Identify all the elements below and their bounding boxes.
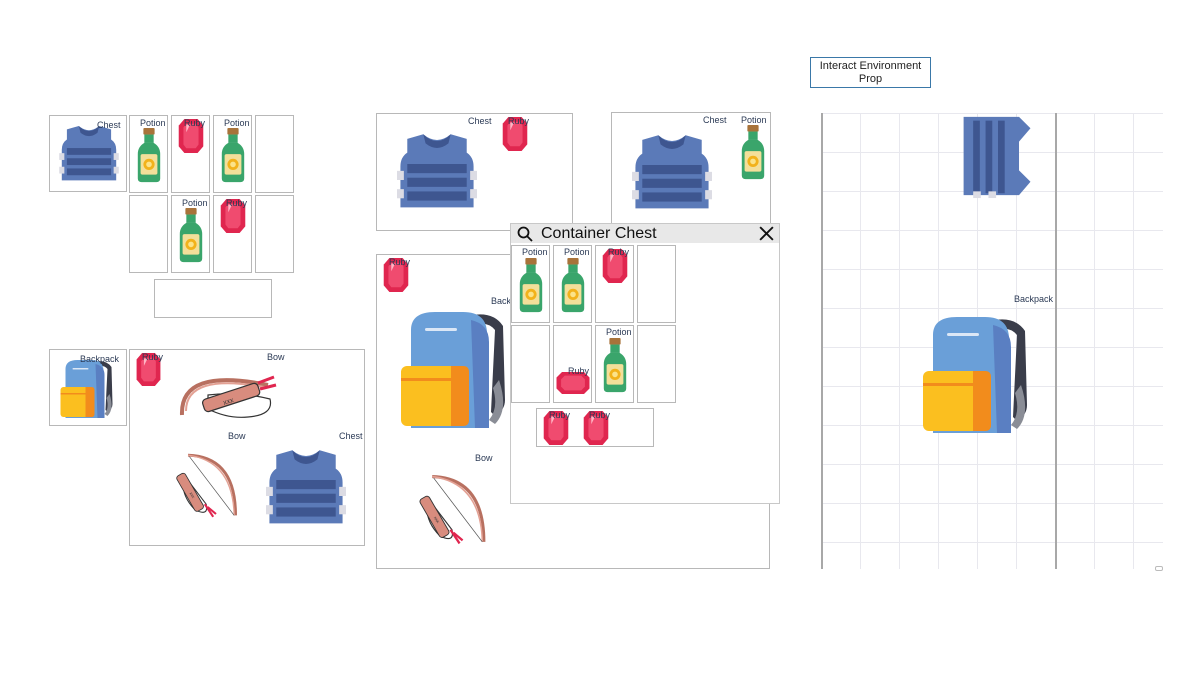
close-icon[interactable]	[758, 225, 775, 242]
bow-icon[interactable]	[178, 360, 278, 422]
inventory-slot[interactable]: Potion	[213, 115, 252, 193]
scroll-handle[interactable]	[1155, 566, 1163, 571]
prop-button-label-line1: Interact Environment	[819, 60, 922, 72]
prop-button-label-line2: Prop	[858, 73, 883, 85]
inventory-slot[interactable]	[129, 195, 168, 273]
container-slot[interactable]	[637, 325, 676, 403]
vest-icon[interactable]	[260, 448, 352, 528]
search-icon[interactable]	[517, 226, 533, 242]
backpack-label: Backpack	[80, 354, 120, 364]
container-slot[interactable]: Potion	[595, 325, 634, 403]
container-slot[interactable]: Potion	[553, 245, 592, 323]
potion-icon	[739, 125, 767, 181]
inventory-slot[interactable]: Potion	[129, 115, 168, 193]
container-slot[interactable]	[637, 245, 676, 323]
bow-icon[interactable]	[417, 460, 493, 560]
bow-label: Bow	[475, 453, 493, 463]
ruby-label: Ruby	[389, 257, 411, 267]
container-chest-slot[interactable]: Chest Ruby	[376, 113, 573, 231]
container-chest-slot-2[interactable]: Chest Potion	[611, 112, 771, 230]
environment-panel[interactable]: Backpack	[821, 113, 1163, 569]
potion-icon	[177, 208, 205, 264]
potion-label: Potion	[741, 115, 767, 125]
top-left-inventory-grid: Potion Ruby Potion Potion Ruby	[129, 115, 295, 273]
panel-divider-left	[821, 113, 823, 569]
potion-label: Potion	[182, 198, 208, 208]
backpack-contents-grid[interactable]: Ruby Bow Bow Chest	[129, 349, 365, 546]
potion-icon	[601, 338, 629, 394]
vest-icon[interactable]	[959, 113, 1037, 199]
chest-equip-slot[interactable]: Chest	[49, 115, 127, 192]
popup-title: Container Chest	[541, 225, 657, 242]
potion-icon	[559, 258, 587, 314]
container-slot[interactable]: Ruby	[553, 325, 592, 403]
container-slot[interactable]	[511, 325, 550, 403]
chest-label: Chest	[703, 115, 727, 125]
popup-header: Container Chest	[511, 224, 779, 243]
chest-label: Chest	[339, 431, 363, 441]
potion-label: Potion	[224, 118, 250, 128]
ruby-label: Ruby	[608, 247, 630, 257]
ruby-label: Ruby	[568, 366, 590, 376]
backpack-icon[interactable]	[391, 300, 521, 440]
potion-icon	[517, 258, 545, 314]
inventory-slot[interactable]: Ruby	[171, 115, 210, 193]
bow-label: Bow	[267, 352, 285, 362]
backpack-label: Backpack	[1014, 294, 1054, 304]
backpack-icon	[54, 354, 122, 424]
vest-icon	[391, 132, 483, 212]
quick-slot-bar[interactable]	[154, 279, 272, 318]
container-chest-popup: Container Chest Potion Potion Ruby Ruby …	[510, 223, 780, 504]
ruby-label: Ruby	[226, 198, 248, 208]
container-quick-bar[interactable]: Ruby Ruby	[536, 408, 654, 447]
inventory-slot[interactable]: Ruby	[213, 195, 252, 273]
ruby-label: Ruby	[508, 116, 530, 126]
container-slot[interactable]: Potion	[511, 245, 550, 323]
potion-label: Potion	[140, 118, 166, 128]
ruby-label: Ruby	[549, 410, 571, 420]
potion-label: Potion	[522, 247, 548, 257]
backpack-icon[interactable]	[913, 305, 1043, 445]
container-slot[interactable]: Ruby	[595, 245, 634, 323]
inventory-slot[interactable]: Potion	[171, 195, 210, 273]
inventory-slot[interactable]	[255, 195, 294, 273]
ruby-label: Ruby	[142, 352, 164, 362]
chest-label: Chest	[468, 116, 492, 126]
interact-environment-prop-button[interactable]: Interact Environment Prop	[810, 57, 931, 88]
potion-label: Potion	[606, 327, 632, 337]
potion-label: Potion	[564, 247, 590, 257]
ruby-label: Ruby	[589, 410, 611, 420]
backpack-equip-slot[interactable]: Backpack	[49, 349, 127, 426]
ruby-label: Ruby	[184, 118, 206, 128]
potion-icon	[219, 128, 247, 184]
bow-label: Bow	[228, 431, 246, 441]
vest-icon	[626, 133, 718, 213]
chest-label: Chest	[97, 120, 121, 130]
panel-divider-right	[1055, 113, 1057, 569]
bow-icon[interactable]	[174, 436, 244, 536]
inventory-slot[interactable]	[255, 115, 294, 193]
potion-icon	[135, 128, 163, 184]
